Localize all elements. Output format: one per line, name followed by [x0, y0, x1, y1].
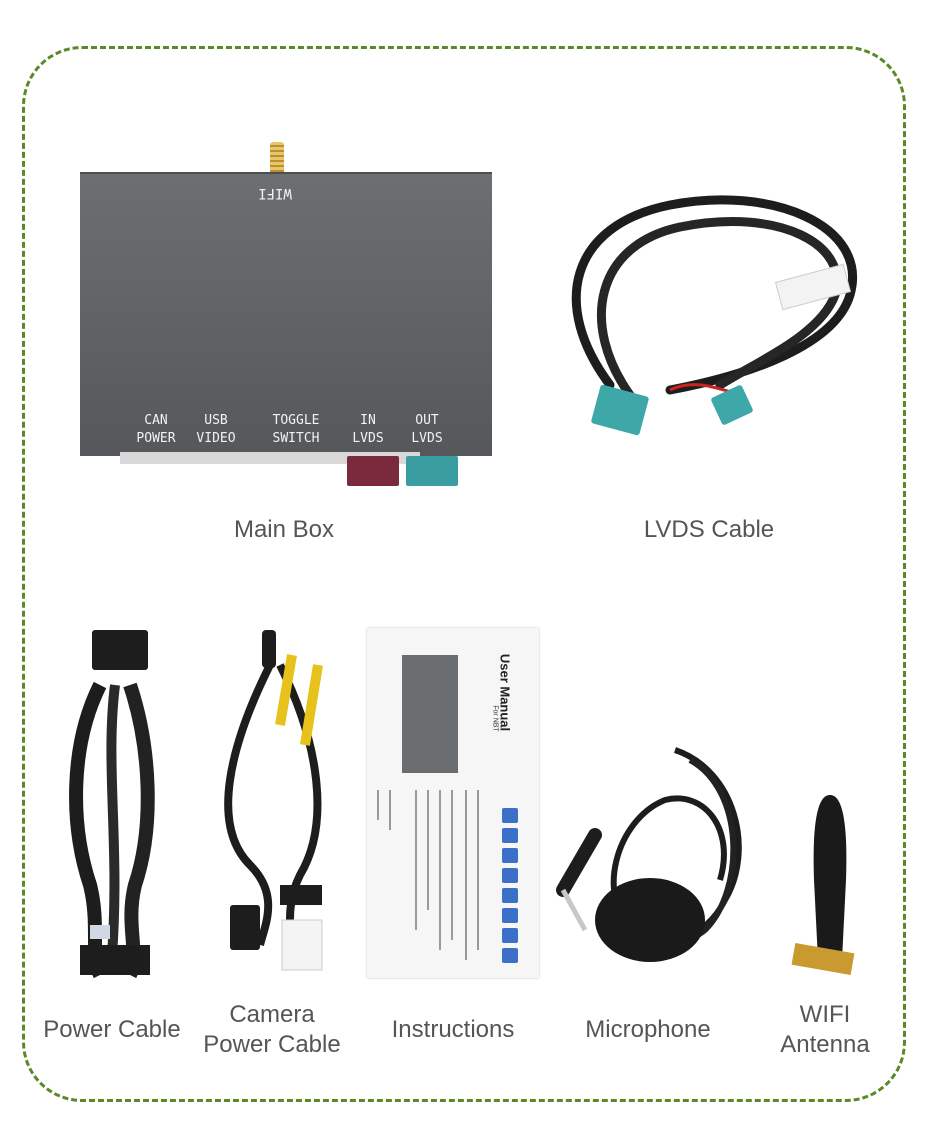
manual-feature-icons	[502, 808, 522, 968]
main-box-side	[120, 452, 420, 464]
microphone-image	[556, 747, 742, 962]
manual-subtitle: For NBT	[491, 705, 499, 732]
in-lvds-plug	[347, 456, 399, 486]
wifi-antenna-image	[791, 795, 855, 976]
manual-title: User Manual	[497, 653, 513, 732]
caption-wifi-antenna: WIFI Antenna	[780, 1001, 870, 1058]
wifi-port-label: WIFI	[258, 185, 292, 201]
dashed-frame	[22, 46, 906, 1102]
caption-power-cable: Power Cable	[43, 1016, 181, 1043]
camera-power-cable-image	[224, 630, 323, 971]
power-cable-image	[69, 630, 155, 979]
caption-camera-power-cable: Camera Power Cable	[203, 1001, 341, 1058]
caption-main-box: Main Box	[233, 516, 335, 543]
antenna-connector	[270, 142, 284, 174]
caption-microphone: Microphone	[585, 1016, 711, 1043]
out-lvds-plug	[406, 456, 458, 486]
main-box-body	[80, 172, 492, 456]
caption-lvds-cable: LVDS Cable	[643, 516, 775, 543]
manual-product-photo	[402, 655, 458, 773]
lvds-cable-image	[571, 195, 857, 436]
caption-instructions: Instructions	[391, 1016, 515, 1043]
